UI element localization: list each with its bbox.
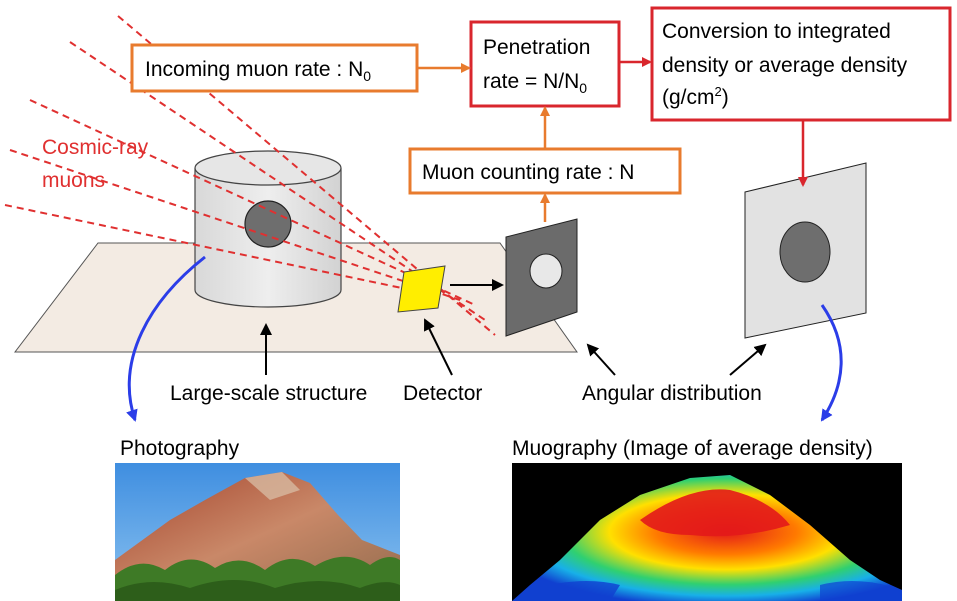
svg-text:Incoming muon rate : N0: Incoming muon rate : N0 <box>145 58 371 84</box>
conversion-line3b: ) <box>722 86 729 109</box>
svg-text:rate = N/N0: rate = N/N0 <box>483 70 587 96</box>
angular-label: Angular distribution <box>582 382 762 405</box>
svg-text:(g/cm2): (g/cm2) <box>662 84 729 109</box>
cosmic-label-line2: muons <box>42 169 105 192</box>
cosmic-label-line1: Cosmic-ray <box>42 136 149 159</box>
conversion-box: Conversion to integrated density or aver… <box>650 6 952 122</box>
detector-pointer-arrow <box>424 318 453 376</box>
incoming-text: Incoming muon rate : N <box>145 58 363 81</box>
penetration-rate-box: Penetration rate = N/N0 <box>469 20 621 108</box>
angular-pointer-arrow-right <box>729 343 767 376</box>
detector <box>397 265 446 313</box>
detector-label: Detector <box>403 382 482 405</box>
muon-counting-rate-box: Muon counting rate : N <box>408 147 682 195</box>
photo-blue-arrow <box>126 255 206 422</box>
structure-label: Large-scale structure <box>170 382 367 405</box>
angular-pointer-arrow-left <box>586 343 616 376</box>
density-screen <box>744 162 867 339</box>
muography-blue-arrow <box>820 304 843 422</box>
muography-image <box>512 463 902 601</box>
conversion-line3a: (g/cm <box>662 86 715 109</box>
incoming-sub: 0 <box>363 68 371 84</box>
conversion-line2: density or average density <box>662 54 908 77</box>
penetration-line1: Penetration <box>483 36 590 59</box>
mountain-photo <box>115 463 400 601</box>
penetration-sub: 0 <box>579 80 587 96</box>
muography-label: Muography (Image of average density) <box>512 437 873 460</box>
photography-label: Photography <box>120 437 240 460</box>
penetration-line2: rate = N/N <box>483 70 579 93</box>
counting-screen <box>505 218 578 337</box>
dense-core <box>244 200 292 248</box>
conversion-sup: 2 <box>715 84 722 99</box>
incoming-muon-rate-box: Incoming muon rate : N0 <box>130 43 419 93</box>
counting-text: Muon counting rate : N <box>422 161 634 184</box>
large-scale-structure-cylinder <box>194 150 342 308</box>
conversion-line1: Conversion to integrated <box>662 20 891 43</box>
